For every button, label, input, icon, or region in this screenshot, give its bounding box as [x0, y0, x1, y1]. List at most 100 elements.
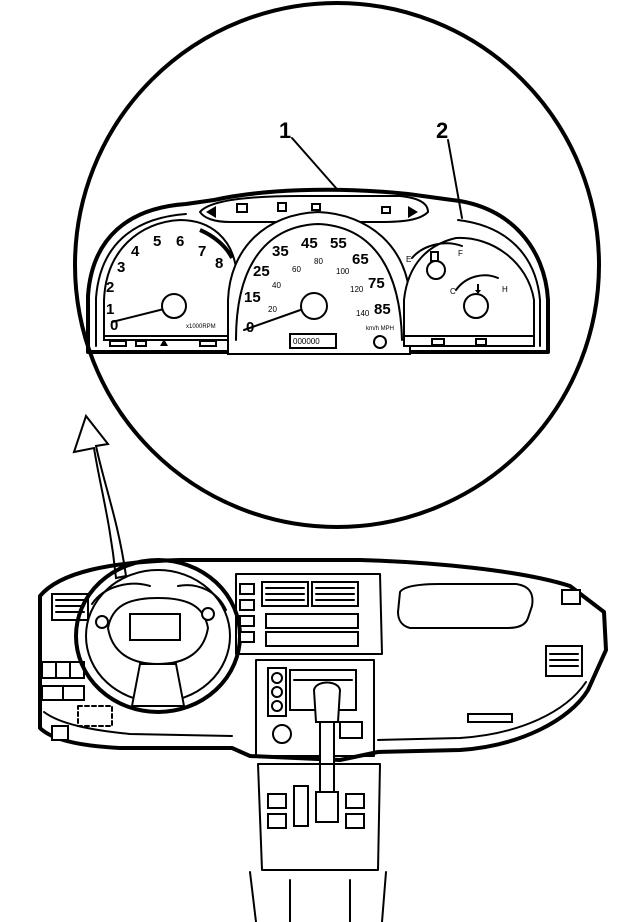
- tach-indicator-icon: [199, 340, 217, 347]
- trip-reset-knob: [373, 335, 387, 349]
- climate-panel: [255, 659, 375, 757]
- glovebox-upper: [396, 583, 534, 629]
- climate-knob: [271, 672, 283, 684]
- cluster-visible-line: [177, 584, 227, 611]
- coolant-temp-icon: [475, 284, 481, 294]
- glovebox-latch: [467, 713, 513, 723]
- tach-unit: x1000RPM: [186, 324, 216, 330]
- speedo-mph-85: 85: [374, 301, 391, 318]
- console-switch: [345, 793, 365, 809]
- stack-switch: [239, 631, 255, 643]
- tach-label-5: 5: [153, 233, 161, 250]
- speedo-mph-15: 15: [244, 289, 261, 306]
- radio-faceplate: [265, 631, 359, 647]
- console-switch: [267, 813, 287, 829]
- dashboard-lower-line: [43, 711, 233, 737]
- indicator-strip: [199, 195, 429, 223]
- left-turn-arrow-icon: [206, 206, 216, 218]
- odometer-value: 000000: [293, 337, 320, 346]
- speedo-mph-55: 55: [330, 235, 347, 252]
- gear-indicator: [293, 785, 309, 827]
- hidden-component-outline: [77, 705, 113, 727]
- tach-indicator-icon: [109, 340, 127, 347]
- gauge-indicator-icon: [431, 338, 445, 346]
- temp-hot-label: H: [502, 285, 508, 294]
- tach-indicator-icon: [160, 339, 168, 346]
- lower-left-panel: [51, 725, 69, 741]
- console-side-line: [381, 871, 387, 922]
- tach-indicator-icon: [135, 340, 147, 347]
- fuel-pump-icon: [430, 251, 439, 262]
- speedo-mph-25: 25: [253, 263, 270, 280]
- shift-boot: [315, 791, 339, 823]
- steering-wheel-spoke: [130, 663, 186, 707]
- speedometer: 0 15 25 35 45 55 65 75 85 20 40 60 80 10…: [227, 210, 411, 355]
- bezel-line: [95, 213, 187, 347]
- shift-knob: [312, 681, 342, 723]
- console-button: [339, 721, 363, 739]
- fuel-scale: [411, 242, 463, 259]
- fuel-temp-face: [403, 236, 535, 347]
- tachometer-face: [103, 218, 237, 341]
- magnifier-circle: [73, 1, 601, 529]
- dashboard: [38, 558, 608, 922]
- tach-label-7: 7: [198, 243, 206, 260]
- stack-switch: [239, 599, 255, 611]
- airbag-cover: [129, 613, 181, 641]
- temp-cold-label: C: [450, 287, 456, 296]
- tachometer: 0 1 2 3 4 5 6 7 8 x1000RPM: [103, 218, 237, 347]
- speedo-needle: [243, 307, 307, 331]
- tach-needle: [111, 307, 169, 323]
- cluster-gauge-mini: [95, 615, 109, 629]
- side-vent: [561, 589, 581, 605]
- console-side-line: [249, 871, 257, 922]
- dashboard-lower-line: [377, 681, 587, 741]
- tach-hub: [161, 293, 187, 319]
- speedo-kmh-120: 120: [350, 285, 364, 294]
- floor-console: [257, 763, 381, 871]
- right-turn-arrow-icon: [408, 206, 418, 218]
- speedo-inner-ring: [235, 223, 403, 341]
- fuel-full-label: F: [458, 249, 463, 258]
- left-switch-panel: [41, 661, 85, 679]
- console-switch: [345, 813, 365, 829]
- radio-faceplate: [265, 613, 359, 629]
- speedo-kmh-60: 60: [292, 265, 301, 274]
- magnify-arrow: [72, 413, 128, 580]
- speedo-mph-45: 45: [301, 235, 318, 252]
- fuel-temp-gauge: E F C H: [403, 236, 535, 347]
- tach-label-3: 3: [117, 259, 125, 276]
- shift-lever: [319, 721, 335, 793]
- hazard-switch: [239, 583, 255, 595]
- cluster-visible-line: [91, 582, 151, 605]
- speedo-kmh-40: 40: [272, 281, 281, 290]
- cluster-gauge-mini: [201, 607, 215, 621]
- warning-lamp-icon: [311, 203, 321, 211]
- temp-scale: [455, 274, 499, 291]
- speedo-kmh-100: 100: [336, 267, 350, 276]
- fuel-empty-label: E: [406, 255, 411, 264]
- speedo-kmh-20: 20: [268, 305, 277, 314]
- stack-switch: [239, 615, 255, 627]
- speedo-mph-75: 75: [368, 275, 385, 292]
- speedo-kmh-80: 80: [314, 257, 323, 266]
- speedo-mph-35: 35: [272, 243, 289, 260]
- callout-1-leader: [291, 137, 337, 189]
- lighter-knob: [272, 724, 292, 744]
- callout-2-label: 2: [436, 118, 448, 143]
- odometer-display: [289, 333, 337, 349]
- tach-label-4: 4: [131, 243, 140, 260]
- console-switch: [267, 793, 287, 809]
- callout-2-leader: [447, 139, 463, 219]
- speedo-mph-65: 65: [352, 251, 369, 268]
- temp-hub: [463, 293, 489, 319]
- speedo-hub: [300, 292, 328, 320]
- callout-1-label: 1: [279, 118, 291, 143]
- bezel-line: [457, 219, 541, 347]
- cluster-housing: [86, 187, 550, 354]
- tach-label-1: 1: [106, 301, 114, 318]
- tach-label-2: 2: [106, 279, 114, 296]
- fuel-hub: [426, 260, 446, 280]
